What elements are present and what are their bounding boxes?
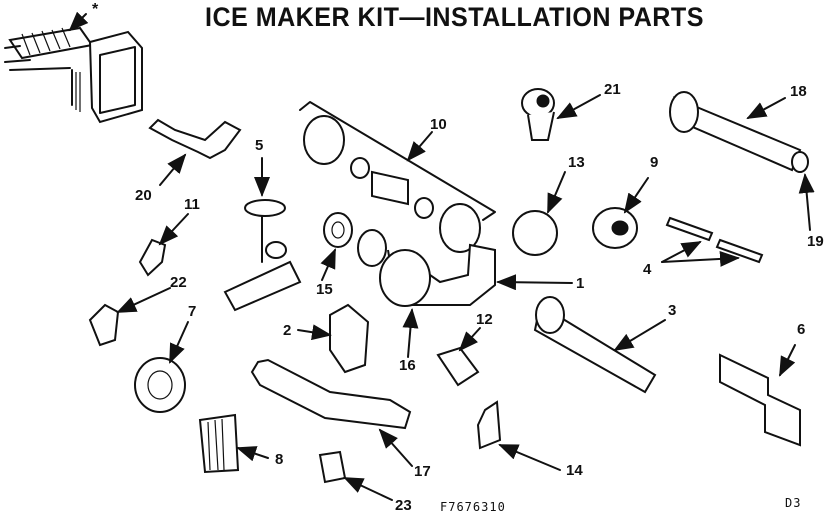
part-20-elbow (148, 118, 242, 160)
callout-7: 7 (188, 303, 197, 320)
part-14-clip (476, 400, 502, 450)
callout-1: 1 (576, 275, 585, 292)
callout-12: 12 (476, 311, 493, 328)
part-13-nut (512, 210, 558, 256)
part-5-valve (223, 199, 302, 312)
part-7-nut (134, 357, 186, 413)
part-18-tube (669, 91, 809, 173)
callout-19: 19 (807, 233, 824, 250)
part-22-clip (88, 303, 120, 347)
callout-2: 2 (283, 322, 292, 339)
part-3-tube (533, 296, 657, 394)
callout-15: 15 (316, 281, 333, 298)
callout-22: 22 (170, 274, 187, 291)
callout-leaders (68, 11, 815, 501)
part-1-tube-bend (357, 229, 496, 307)
part-11-clip (138, 238, 167, 277)
callout-14: 14 (566, 462, 583, 479)
callout-4: 4 (643, 261, 652, 278)
callout-21: 21 (604, 81, 621, 98)
callout-6: 6 (797, 321, 806, 338)
callout-5: 5 (255, 137, 264, 154)
diagram-title: ICE MAKER KIT—INSTALLATION PARTS (205, 2, 704, 32)
callout-20: 20 (135, 187, 152, 204)
part-number: F7676310 (440, 500, 506, 514)
part-9-ferrule (592, 207, 638, 249)
part-15-washer (323, 212, 353, 248)
ice-maker-unit (4, 26, 143, 124)
callout-10: 10 (430, 116, 447, 133)
callout-17: 17 (414, 463, 431, 480)
callout-23: 23 (395, 497, 412, 514)
part-12-sleeve (436, 346, 480, 387)
callout-18: 18 (790, 83, 807, 100)
callout-16: 16 (399, 357, 416, 374)
callout-11: 11 (184, 196, 200, 213)
callout-13: 13 (568, 154, 585, 171)
callout-asterisk: * (92, 1, 99, 18)
part-2-clamp (329, 303, 370, 374)
part-8-pad (198, 413, 240, 474)
callout-3: 3 (668, 302, 677, 319)
page-code: D3 (785, 496, 802, 510)
part-17-tube (250, 358, 412, 430)
part-23-clip (318, 450, 347, 484)
part-10-fittings (299, 101, 496, 253)
part-4-pins (665, 216, 764, 264)
part-21-clip (521, 88, 555, 141)
part-6-bracket (719, 353, 801, 447)
callout-9: 9 (650, 154, 659, 171)
callout-8: 8 (275, 451, 284, 468)
